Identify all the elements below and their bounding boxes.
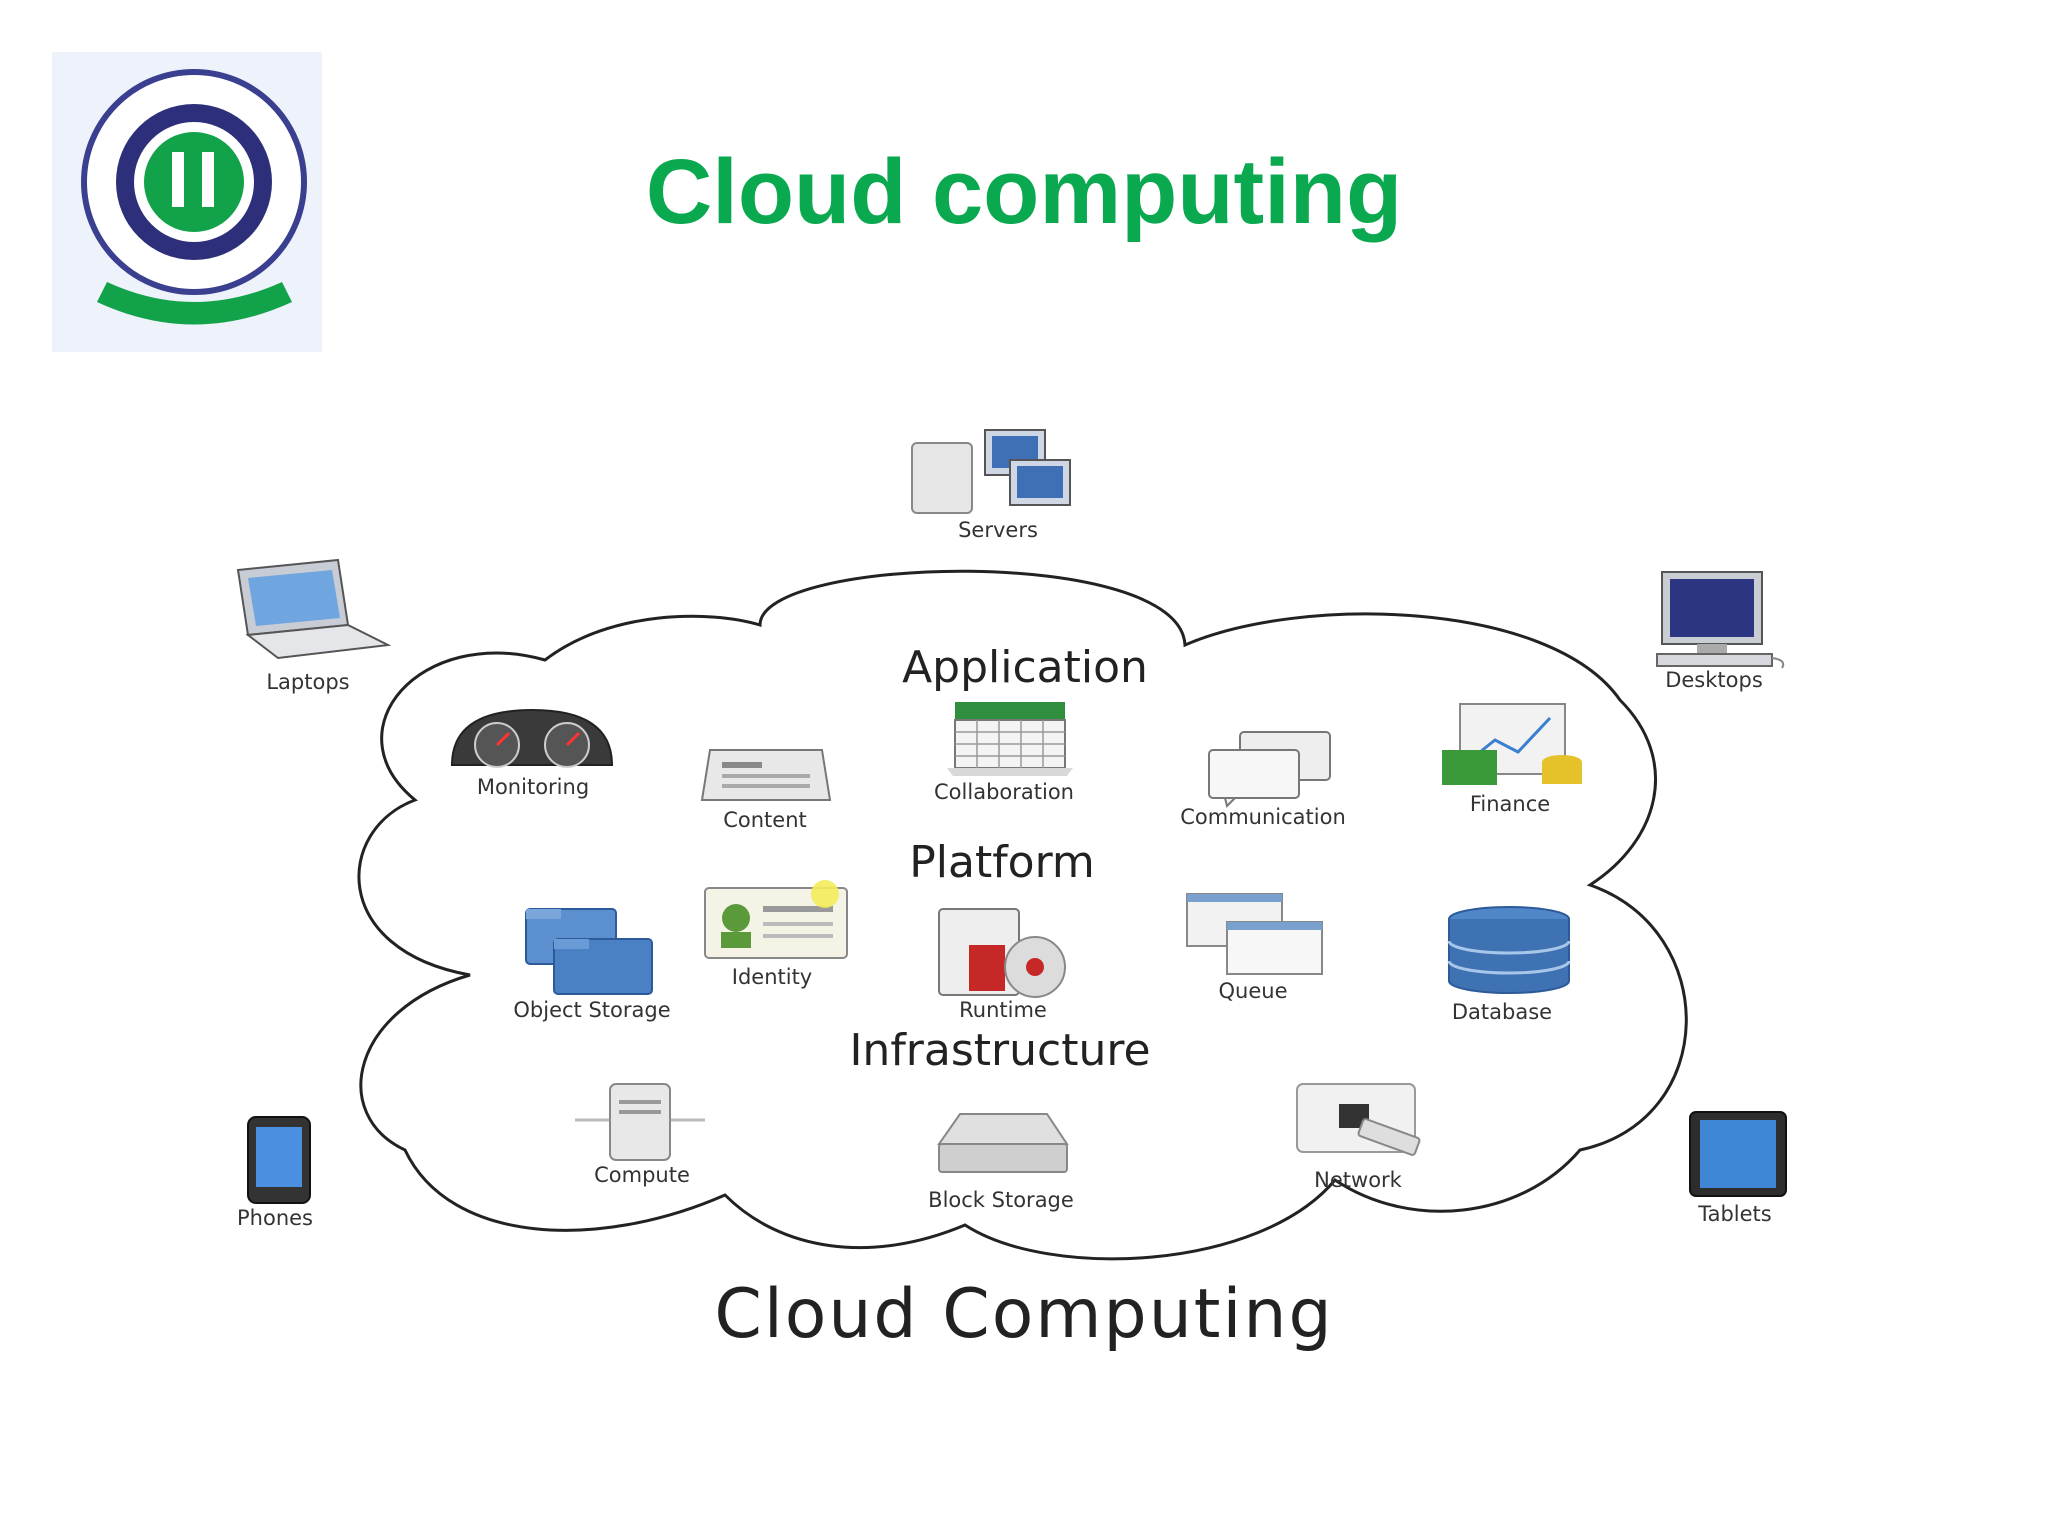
communication-label: Communication (1180, 805, 1346, 829)
slide-title: Cloud computing (645, 141, 1403, 243)
object-storage-icon (525, 908, 653, 995)
phones-label: Phones (237, 1206, 313, 1230)
layer-title-application: Application (902, 642, 1148, 693)
block-storage-icon (937, 1113, 1069, 1173)
queue-label: Queue (1218, 979, 1288, 1003)
servers-label: Servers (958, 518, 1038, 542)
layer-title-infrastructure: Infrastructure (849, 1025, 1151, 1076)
tablets-label: Tablets (1698, 1202, 1772, 1226)
finance-label: Finance (1469, 792, 1551, 816)
phone-icon (247, 1116, 311, 1204)
block-storage-label: Block Storage (928, 1188, 1074, 1212)
object-storage-label: Object Storage (513, 998, 671, 1022)
finance-icon (1442, 703, 1582, 785)
diagram-title: Cloud Computing (714, 1275, 1334, 1354)
layer-title-platform: Platform (909, 837, 1095, 888)
monitoring-icon (450, 708, 614, 768)
collaboration-icon (947, 702, 1073, 776)
desktop-icon (1656, 571, 1785, 669)
queue-icon (1186, 893, 1323, 975)
compute-label: Compute (594, 1163, 690, 1187)
identity-icon (704, 880, 848, 959)
institute-logo (52, 52, 322, 352)
runtime-icon (938, 908, 1066, 998)
database-label: Database (1451, 1000, 1553, 1024)
tablet-icon (1689, 1111, 1787, 1197)
collaboration-label: Collaboration (934, 780, 1074, 804)
runtime-label: Runtime (959, 998, 1047, 1022)
database-icon (1447, 906, 1571, 994)
network-icon (1296, 1083, 1421, 1156)
content-label: Content (723, 808, 807, 832)
communication-icon (1208, 731, 1331, 808)
laptops-label: Laptops (266, 670, 350, 694)
laptop-icon (236, 558, 392, 660)
desktops-label: Desktops (1665, 668, 1763, 692)
network-label: Network (1314, 1168, 1402, 1192)
servers-icon (911, 429, 1071, 514)
content-icon (700, 749, 832, 801)
compute-icon (575, 1083, 705, 1161)
monitoring-label: Monitoring (476, 775, 590, 799)
identity-label: Identity (731, 965, 813, 989)
